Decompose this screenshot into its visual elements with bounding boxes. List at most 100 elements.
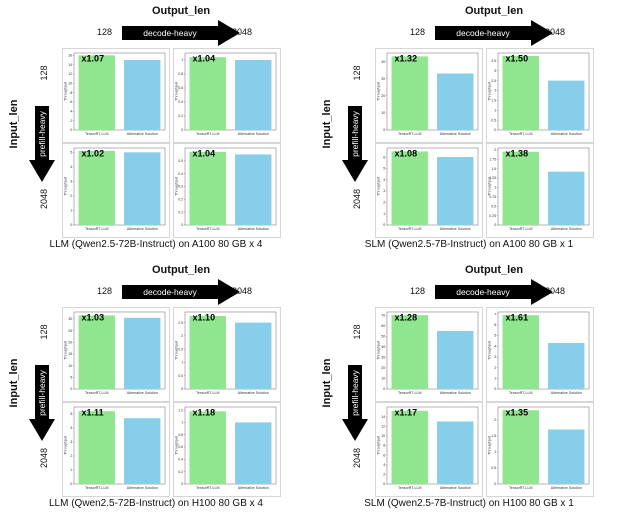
y-tick-label: 3 [494, 69, 496, 73]
prefill-heavy-label: prefill-heavy [350, 110, 360, 157]
y-tick-label: 20 [381, 94, 385, 98]
y-tick-label: 2 [70, 454, 72, 458]
output-len-128: 128 [97, 27, 113, 37]
y-tick-label: 0.5 [178, 159, 183, 163]
plot-frame [497, 311, 590, 390]
y-tick-label: 5 [70, 151, 72, 155]
y-tick-label: 0 [494, 223, 496, 227]
y-axis-label: Throughput [487, 82, 491, 100]
chart-caption: SLM (Qwen2.5-7B-Instruct) on H100 80 GB … [364, 498, 574, 509]
chart-caption: SLM (Qwen2.5-7B-Instruct) on A100 80 GB … [364, 239, 574, 250]
y-tick-label: 40 [381, 345, 385, 349]
x-tick-label: TensorRT-LLM [85, 391, 109, 395]
bar-alternative-solution [124, 152, 161, 225]
y-axis-label: Throughput [376, 341, 380, 359]
y-tick-label: 3 [70, 180, 72, 184]
prefill-heavy-label: prefill-heavy [37, 110, 47, 157]
input-len-128: 128 [352, 324, 362, 340]
y-tick-label: 0 [383, 387, 385, 391]
prefill-heavy-arrow: prefill-heavy [342, 106, 368, 182]
speedup-ratio-label: x1.02 [82, 149, 105, 159]
bar-chart: 00.250.50.7511.251.51.752ThroughputTenso… [487, 147, 590, 231]
y-tick-label: 70 [381, 313, 385, 317]
bar-alternative-solution [437, 421, 474, 484]
y-tick-label: 4 [70, 426, 72, 430]
bar-alternative-solution [235, 322, 272, 389]
x-tick-label: TensorRT-LLM [85, 486, 109, 490]
y-tick-label: 0.5 [491, 204, 496, 208]
plot-frame [497, 406, 590, 485]
y-tick-label: 0.5 [491, 466, 496, 470]
output-len-2048: 2048 [232, 286, 253, 296]
decode-heavy-label: decode-heavy [143, 287, 197, 297]
bar-tensorrt-llm [391, 315, 428, 389]
y-tick-label: 2.5 [178, 321, 183, 325]
output-len-title: Output_len [152, 264, 211, 276]
decode-heavy-arrow: decode-heavy [435, 279, 553, 305]
x-tick-label: Alternative Solution [127, 486, 158, 490]
y-tick-label: 10 [381, 111, 385, 115]
y-tick-label: 0 [70, 482, 72, 486]
y-tick-label: 10 [381, 377, 385, 381]
y-tick-label: 6 [70, 100, 72, 104]
speedup-ratio-label: x1.03 [82, 313, 105, 323]
x-tick-label: TensorRT-LLM [509, 391, 533, 395]
y-tick-label: 0.25 [489, 214, 496, 218]
y-tick-label: 1.5 [491, 99, 496, 103]
x-tick-label: Alternative Solution [440, 227, 471, 231]
x-tick-label: Alternative Solution [238, 227, 269, 231]
x-tick-label: Alternative Solution [551, 227, 582, 231]
x-tick-label: TensorRT-LLM [398, 391, 422, 395]
plot-frame [386, 147, 479, 226]
y-tick-label: 0.4 [178, 458, 183, 462]
output-len-title: Output_len [465, 5, 524, 17]
x-tick-label: Alternative Solution [440, 391, 471, 395]
y-tick-label: 2 [383, 473, 385, 477]
input-len-title: Input_len [8, 358, 20, 408]
speedup-ratio-label: x1.07 [82, 54, 105, 64]
y-tick-label: 30 [68, 317, 72, 321]
input-len-128: 128 [39, 65, 49, 81]
plot-frame [386, 311, 479, 390]
x-tick-label: Alternative Solution [238, 391, 269, 395]
y-tick-label: 6 [494, 323, 496, 327]
y-tick-label: 2 [494, 366, 496, 370]
plot-frame [386, 52, 479, 131]
input-len-2048: 2048 [39, 447, 49, 469]
bar-alternative-solution [124, 418, 161, 484]
bar-tensorrt-llm [391, 56, 428, 130]
speedup-ratio-label: x1.08 [395, 149, 418, 159]
chart-caption: LLM (Qwen2.5-72B-Instruct) on A100 80 GB… [49, 239, 263, 250]
y-tick-label: 0 [70, 387, 72, 391]
y-tick-label: 3 [494, 355, 496, 359]
bar-alternative-solution [437, 330, 474, 389]
y-tick-label: 0.8 [178, 72, 183, 76]
bar-alternative-solution [235, 154, 272, 225]
bar-tensorrt-llm [78, 55, 115, 131]
speedup-ratio-label: x1.61 [506, 313, 529, 323]
y-tick-label: 0 [494, 387, 496, 391]
y-tick-label: 1 [494, 377, 496, 381]
bar-tensorrt-llm [502, 55, 539, 130]
y-tick-label: 1 [181, 421, 183, 425]
y-tick-label: 15 [68, 352, 72, 356]
speedup-ratio-label: x1.10 [193, 313, 216, 323]
bar-tensorrt-llm [78, 150, 115, 225]
y-tick-label: 0.2 [178, 114, 183, 118]
y-tick-label: 1.25 [489, 176, 496, 180]
y-tick-label: 0.75 [489, 195, 496, 199]
x-tick-label: Alternative Solution [127, 391, 158, 395]
